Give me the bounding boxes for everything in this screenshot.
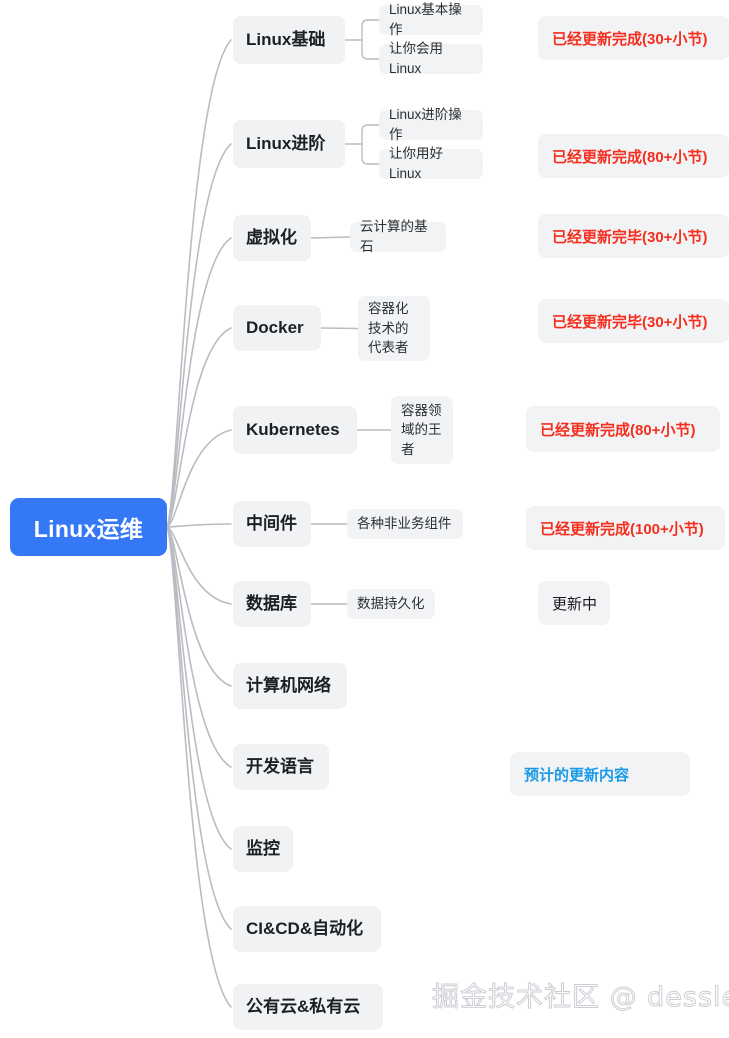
topic-label: 数据库 [246,593,297,613]
status-badge-linux-basics[interactable]: 已经更新完成(30+小节) [538,16,729,60]
detail-label: 云计算的基石 [360,219,428,254]
topic-node-middleware[interactable]: 中间件 [233,501,311,547]
topic-node-linux-basics[interactable]: Linux基础 [233,16,345,64]
status-badge-label: 已经更新完成(100+小节) [540,520,704,538]
topic-node-docker[interactable]: Docker [233,305,321,351]
detail-label: 各种非业务组件 [357,516,452,532]
detail-node-linux-advanced-goal[interactable]: 让你用好Linux [379,146,483,181]
detail-label: Linux进阶操作 [389,107,462,142]
detail-node-linux-basics-goal[interactable]: 让你会用Linux [379,41,483,76]
topic-label: CI&CD&自动化 [246,918,364,938]
status-badge-label: 更新中 [552,595,598,613]
status-badge-label: 已经更新完成(80+小节) [540,421,696,439]
topic-label: 监控 [246,838,280,858]
topic-label: Docker [246,317,304,337]
topic-node-cicd-automation[interactable]: CI&CD&自动化 [233,906,381,952]
topic-node-computer-network[interactable]: 计算机网络 [233,663,347,709]
detail-label: 让你用好Linux [389,146,443,181]
status-badge-label: 已经更新完成(80+小节) [552,148,708,166]
detail-node-kubernetes-desc[interactable]: 容器领域的王者 [391,396,453,464]
topic-label: 中间件 [246,513,297,533]
status-badge-kubernetes[interactable]: 已经更新完成(80+小节) [526,406,720,452]
topic-label: Linux进阶 [246,133,326,153]
topic-node-programming-languages[interactable]: 开发语言 [233,744,329,790]
topic-node-public-private-cloud[interactable]: 公有云&私有云 [233,984,383,1030]
detail-node-middleware-desc[interactable]: 各种非业务组件 [347,509,463,539]
detail-node-linux-basic-ops[interactable]: Linux基本操作 [379,2,483,37]
topic-node-monitoring[interactable]: 监控 [233,826,293,872]
watermark: 掘金技术社区 @ dessler [431,982,729,1014]
status-badge-label: 已经更新完毕(30+小节) [552,228,708,246]
root-node[interactable]: Linux运维 [10,498,167,556]
status-badge-label: 已经更新完成(30+小节) [552,30,708,48]
status-badge-label: 已经更新完毕(30+小节) [552,313,708,331]
root-node-label: Linux运维 [33,516,144,542]
topic-label: 虚拟化 [246,227,297,247]
topic-node-database[interactable]: 数据库 [233,581,311,627]
detail-label: 让你会用Linux [389,41,443,76]
detail-label: 容器领域的王者 [401,402,442,457]
status-badge-linux-advanced[interactable]: 已经更新完成(80+小节) [538,134,729,178]
detail-label: 数据持久化 [357,596,425,612]
status-badge-virtualization[interactable]: 已经更新完毕(30+小节) [538,214,729,258]
status-badge-database[interactable]: 更新中 [538,581,610,625]
topic-label: Kubernetes [246,419,340,439]
detail-node-database-desc[interactable]: 数据持久化 [347,589,435,619]
topic-label: Linux基础 [246,29,326,49]
status-badge-label: 预计的更新内容 [524,766,630,784]
detail-label: Linux基本操作 [389,2,462,37]
status-badge-middleware[interactable]: 已经更新完成(100+小节) [526,506,725,550]
status-badge-planned-content[interactable]: 预计的更新内容 [510,752,690,796]
status-badge-docker[interactable]: 已经更新完毕(30+小节) [538,299,729,343]
detail-node-linux-advanced-ops[interactable]: Linux进阶操作 [379,107,483,142]
topic-node-virtualization[interactable]: 虚拟化 [233,215,311,261]
detail-label: 容器化技术的代表者 [368,301,409,356]
topic-label: 公有云&私有云 [246,996,361,1016]
topic-node-kubernetes[interactable]: Kubernetes [233,406,357,454]
topic-node-linux-advanced[interactable]: Linux进阶 [233,120,345,168]
detail-node-virtualization-desc[interactable]: 云计算的基石 [350,219,446,254]
topic-label: 计算机网络 [246,675,331,695]
topic-label: 开发语言 [246,756,314,776]
detail-node-docker-desc[interactable]: 容器化技术的代表者 [358,296,430,361]
